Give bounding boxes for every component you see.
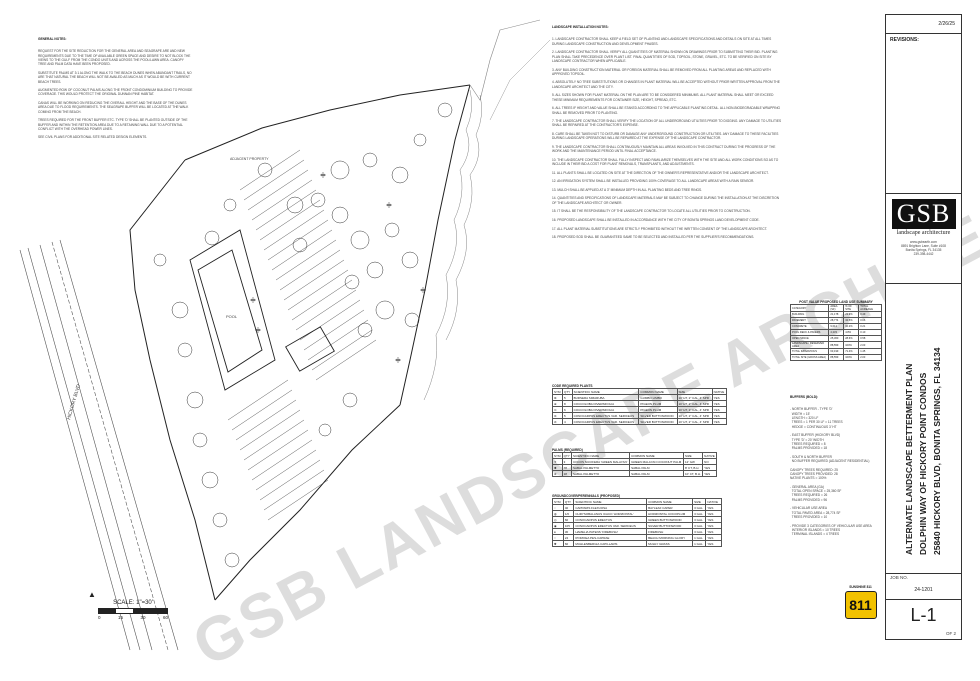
date-value: 2/26/25 bbox=[938, 21, 955, 27]
project-name: DOLPHIN WAY OF HICKORY POINT CONDOS bbox=[918, 372, 928, 555]
installation-notes-title: LANDSCAPE INSTALLATION NOTES: bbox=[552, 24, 609, 29]
revisions-label: REVISIONS: bbox=[890, 37, 919, 43]
project-address: 25840 HICKORY BLVD, BONITA SPRINGS, FL 3… bbox=[932, 347, 942, 555]
firm-logo: GSB bbox=[891, 199, 956, 229]
scale-bar: SCALE: 1"=30' 0 15 30 60 bbox=[98, 600, 168, 630]
groundcover-title: GROUNDCOVER/PERENNIALS (PROPOSED) bbox=[552, 494, 621, 498]
code-trees-table: SYM QTY SCIENTIFIC NAME COMMON NAME SIZE… bbox=[552, 388, 728, 425]
buffer-notes-title: BUFFERS (BOLD): bbox=[790, 394, 819, 399]
project-title: ALTERNATE LANDSCAPE BETTERMENT PLAN bbox=[904, 363, 914, 555]
firm-website: www.gsbearth.com bbox=[910, 240, 937, 244]
north-arrow: ▲ bbox=[88, 590, 96, 599]
parking-stalls bbox=[227, 149, 377, 521]
hedge-lines bbox=[423, 89, 482, 401]
site-plan-drawing: HICKORY BLVD POOL ADJACENT PROPERTY bbox=[19, 19, 551, 651]
sheet-of: OF 2 bbox=[945, 631, 956, 636]
palms-title: PALMS (REQUIRED) bbox=[552, 448, 583, 452]
code-trees-schedule: CODE REQUIRED PLANTS SYM QTY SCIENTIFIC … bbox=[552, 384, 728, 425]
job-row: JOB NO. 24-1201 bbox=[886, 573, 961, 600]
buffer-notes: BUFFERS (BOLD): - NORTH BUFFER - TYPE 'D… bbox=[790, 386, 878, 606]
title-block: 2/26/25 REVISIONS: GSB landscape archite… bbox=[885, 14, 962, 640]
land-use-summary: POST VALUE PROPOSED LAND USE SUMMARY CAT… bbox=[789, 300, 882, 361]
general-notes-title: GENERAL NOTES: bbox=[38, 36, 67, 41]
general-notes-text: REQUEST FOR THE SITE REDUCTION FOR THE G… bbox=[38, 49, 193, 140]
plan-label-hickory: HICKORY BLVD bbox=[66, 383, 82, 420]
scale-tick-1: 15 bbox=[117, 615, 123, 620]
job-no-value: 24-1201 bbox=[914, 587, 933, 593]
land-use-title: POST VALUE PROPOSED LAND USE SUMMARY bbox=[799, 300, 873, 304]
property-boundary bbox=[129, 19, 551, 601]
sunshine-811-badge: SUNSHINE 811 811 bbox=[843, 585, 878, 630]
sunshine-811-logo: 811 bbox=[844, 591, 877, 619]
firm-address-2: Bonita Springs, FL 34135 bbox=[905, 248, 942, 252]
sheet-row: L-1 OF 2 bbox=[886, 599, 961, 639]
installation-notes: LANDSCAPE INSTALLATION NOTES: 1. LANDSCA… bbox=[552, 16, 782, 314]
job-no-label: JOB NO. bbox=[890, 575, 909, 580]
buffer-notes-text: - NORTH BUFFER - TYPE 'D' WIDTH = 15' LE… bbox=[790, 407, 872, 537]
scale-tick-3: 60 bbox=[162, 615, 168, 620]
date-row: 2/26/25 bbox=[886, 15, 961, 34]
general-notes: GENERAL NOTES: REQUEST FOR THE SITE REDU… bbox=[38, 28, 193, 208]
tree-symbols bbox=[153, 102, 453, 568]
firm-row: GSB landscape architecture www.gsbearth.… bbox=[886, 193, 961, 284]
code-trees-title: CODE REQUIRED PLANTS bbox=[552, 384, 593, 388]
revisions-row: REVISIONS: bbox=[886, 33, 961, 194]
plan-label-adjacent: ADJACENT PROPERTY bbox=[230, 157, 269, 161]
palm-symbols bbox=[250, 172, 426, 363]
firm-phone: 239-398-4442 bbox=[913, 252, 934, 256]
scale-tick-2: 30 bbox=[140, 615, 146, 620]
scale-tick-0: 0 bbox=[98, 615, 101, 620]
sunshine-label: SUNSHINE 811 bbox=[849, 585, 872, 589]
building-outline bbox=[189, 229, 335, 391]
road-lines bbox=[19, 239, 179, 651]
plan-label-pool: POOL bbox=[226, 314, 238, 319]
sheet-number: L-1 bbox=[910, 605, 937, 625]
firm-address-1: 8891 Brighton Lane, Suite #108 bbox=[901, 244, 946, 248]
scale-label: SCALE: 1"=30' bbox=[113, 600, 153, 606]
firm-tagline: landscape architecture bbox=[896, 230, 951, 236]
drawing-sheet: HICKORY BLVD POOL ADJACENT PROPERTY GENE… bbox=[19, 0, 980, 681]
installation-notes-text: 1. LANDSCAPE CONTRACTOR SHALL KEEP A FIE… bbox=[552, 37, 782, 240]
project-row: ALTERNATE LANDSCAPE BETTERMENT PLAN DOLP… bbox=[886, 283, 961, 574]
